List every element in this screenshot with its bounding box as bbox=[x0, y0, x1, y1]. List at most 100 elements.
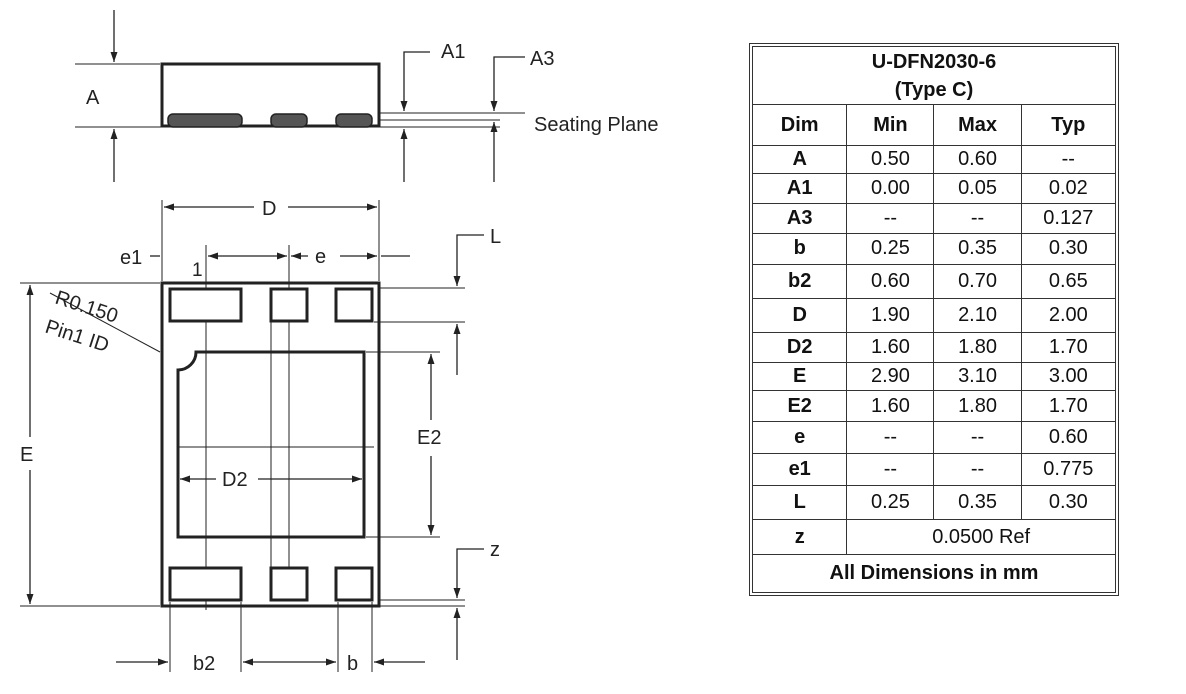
cell-min: 0.00 bbox=[846, 172, 935, 205]
side-view bbox=[75, 10, 525, 182]
header-min: Min bbox=[846, 104, 935, 146]
cell-typ: 0.65 bbox=[1020, 263, 1117, 299]
pad-top-3 bbox=[334, 287, 374, 323]
cell-dim: L bbox=[751, 485, 848, 521]
cell-max: -- bbox=[933, 203, 1022, 235]
cell-typ: 0.60 bbox=[1020, 420, 1117, 454]
pad-top-1 bbox=[168, 287, 243, 323]
header-dim: Dim bbox=[751, 104, 848, 146]
table-title-line2: (Type C) bbox=[894, 78, 974, 101]
cell-max: 2.10 bbox=[933, 297, 1022, 334]
cell-min: 2.90 bbox=[846, 362, 935, 392]
cell-dim: e bbox=[751, 420, 848, 454]
exposed-pad bbox=[176, 350, 366, 539]
bottom-view bbox=[20, 200, 484, 672]
label-A: A bbox=[86, 87, 100, 109]
cell-min: 1.60 bbox=[846, 390, 935, 422]
pad-bottom-3 bbox=[334, 566, 374, 602]
label-b: b bbox=[347, 653, 358, 675]
cell-dim: E2 bbox=[751, 390, 848, 422]
pad-bottom-2 bbox=[269, 566, 309, 602]
cell-min: 0.25 bbox=[846, 485, 935, 521]
package-bottom-body bbox=[160, 281, 381, 608]
cell-typ: -- bbox=[1020, 144, 1117, 174]
cell-typ: 0.02 bbox=[1020, 172, 1117, 205]
label-L: L bbox=[490, 226, 501, 248]
cell-z-value: 0.0500 Ref bbox=[846, 519, 1116, 555]
cell-dim: A3 bbox=[751, 203, 848, 235]
cell-typ: 1.70 bbox=[1020, 390, 1117, 422]
cell-dim: E bbox=[751, 362, 848, 392]
cell-typ: 0.30 bbox=[1020, 233, 1117, 265]
table-row-z: z 0.0500 Ref bbox=[751, 519, 1116, 555]
cell-dim-z: z bbox=[751, 519, 848, 555]
cell-dim: b bbox=[751, 233, 848, 265]
cell-typ: 0.30 bbox=[1020, 485, 1117, 521]
side-terminal-3 bbox=[335, 113, 373, 128]
header-typ: Typ bbox=[1020, 104, 1117, 146]
cell-min: -- bbox=[846, 420, 935, 454]
table-row: e1----0.775 bbox=[751, 452, 1117, 487]
table-title-line1: U-DFN2030-6 bbox=[871, 50, 997, 73]
cell-max: 1.80 bbox=[933, 390, 1022, 422]
cell-dim: b2 bbox=[751, 263, 848, 299]
cell-min: -- bbox=[846, 203, 935, 235]
cell-max: 0.70 bbox=[933, 263, 1022, 299]
cell-typ: 1.70 bbox=[1020, 332, 1117, 364]
cell-dim: A bbox=[751, 144, 848, 174]
cell-typ: 0.127 bbox=[1020, 203, 1117, 235]
cell-dim: D bbox=[751, 297, 848, 334]
cell-min: 1.90 bbox=[846, 297, 935, 334]
table-row: A3----0.127 bbox=[751, 203, 1117, 235]
cell-min: 0.25 bbox=[846, 233, 935, 265]
cell-typ: 2.00 bbox=[1020, 297, 1117, 334]
cell-max: -- bbox=[933, 452, 1022, 487]
cell-min: 1.60 bbox=[846, 332, 935, 364]
label-seating-plane: Seating Plane bbox=[534, 114, 659, 136]
cell-dim: A1 bbox=[751, 172, 848, 205]
cell-min: -- bbox=[846, 452, 935, 487]
label-E: E bbox=[20, 444, 33, 466]
cell-dim: D2 bbox=[751, 332, 848, 364]
table-row: e----0.60 bbox=[751, 420, 1117, 454]
label-D2: D2 bbox=[222, 469, 248, 491]
label-e1: e1 bbox=[120, 247, 142, 269]
label-z: z bbox=[490, 539, 500, 561]
cell-max: 0.35 bbox=[933, 485, 1022, 521]
side-terminal-1 bbox=[167, 113, 243, 128]
table-footer: All Dimensions in mm bbox=[752, 553, 1116, 594]
cell-dim: e1 bbox=[751, 452, 848, 487]
table-title: U-DFN2030-6 (Type C) bbox=[752, 45, 1116, 106]
label-A3: A3 bbox=[530, 48, 554, 70]
cell-max: 3.10 bbox=[933, 362, 1022, 392]
label-b2: b2 bbox=[193, 653, 215, 675]
side-terminal-2 bbox=[270, 113, 308, 128]
pad-bottom-1 bbox=[168, 566, 243, 602]
cell-min: 0.60 bbox=[846, 263, 935, 299]
header-max: Max bbox=[933, 104, 1022, 146]
cell-max: 0.05 bbox=[933, 172, 1022, 205]
cell-max: 0.60 bbox=[933, 144, 1022, 174]
cell-typ: 3.00 bbox=[1020, 362, 1117, 392]
label-D: D bbox=[262, 198, 276, 220]
label-e: e bbox=[315, 246, 326, 268]
cell-max: -- bbox=[933, 420, 1022, 454]
cell-min: 0.50 bbox=[846, 144, 935, 174]
package-side-body bbox=[160, 62, 381, 128]
cell-max: 1.80 bbox=[933, 332, 1022, 364]
label-E2: E2 bbox=[417, 427, 441, 449]
cell-typ: 0.775 bbox=[1020, 452, 1117, 487]
